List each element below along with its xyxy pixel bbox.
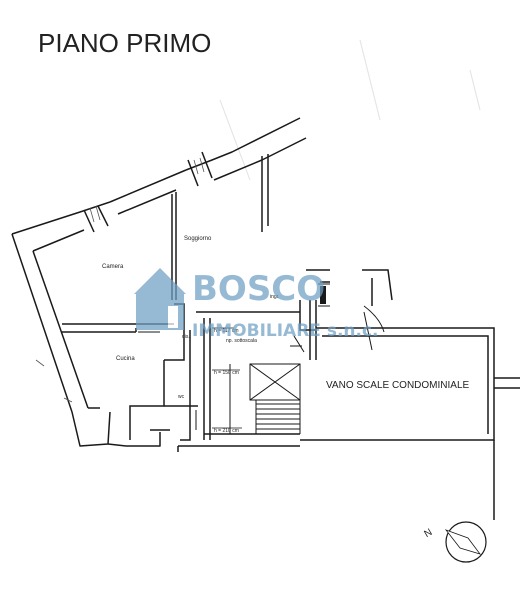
vano-scale	[300, 327, 520, 520]
watermark: BOSCO IMMOBILIARE s.n.c.	[134, 268, 379, 341]
interior-walls	[62, 154, 393, 441]
height-label-210: h = 210 cm	[214, 428, 239, 434]
room-label-ingr: ingr.	[270, 294, 279, 300]
height-label-117: h = 117 cm	[214, 328, 239, 334]
watermark-subtitle: IMMOBILIARE s.n.c.	[192, 321, 379, 341]
entry-door	[318, 283, 330, 307]
height-dims	[212, 327, 242, 429]
room-label-soggiorno: Soggiorno	[184, 236, 212, 242]
room-label-camera: Camera	[102, 264, 124, 270]
compass-north-label: N	[423, 527, 435, 540]
window-marks	[35, 157, 205, 403]
room-label-dis: dis.	[182, 334, 190, 340]
door-swings	[138, 305, 385, 430]
compass-rose: N	[423, 521, 487, 563]
room-label-cucina: Cucina	[116, 356, 135, 362]
room-label-np-sottoscala: np. sottoscala	[226, 338, 257, 344]
watermark-logo-icon	[134, 268, 186, 330]
plan-title: PIANO PRIMO	[38, 28, 211, 58]
room-label-vano-scale: VANO SCALE CONDOMINIALE	[326, 380, 470, 391]
scan-marks	[219, 39, 481, 181]
room-label-wc: wc	[178, 394, 185, 400]
walls	[11, 117, 307, 452]
staircase	[229, 335, 305, 434]
watermark-brand: BOSCO	[192, 269, 325, 309]
height-label-150: h = 150 cm	[214, 370, 239, 376]
